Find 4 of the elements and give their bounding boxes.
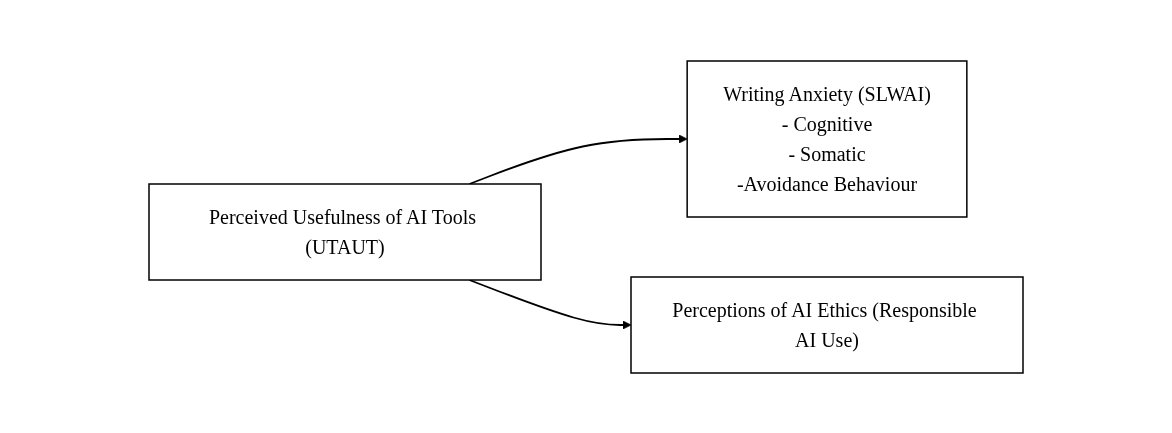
node-box: Perceptions of AI Ethics (Responsible AI Use) bbox=[630, 275, 1024, 374]
node-box: Perceived Usefulness of AI Tools (UTAUT) bbox=[148, 182, 542, 281]
node-box: Writing Anxiety (SLWAI) - Cognitive - Somatic -Avoidance Behaviour bbox=[686, 59, 968, 218]
arrow bbox=[468, 278, 632, 329]
